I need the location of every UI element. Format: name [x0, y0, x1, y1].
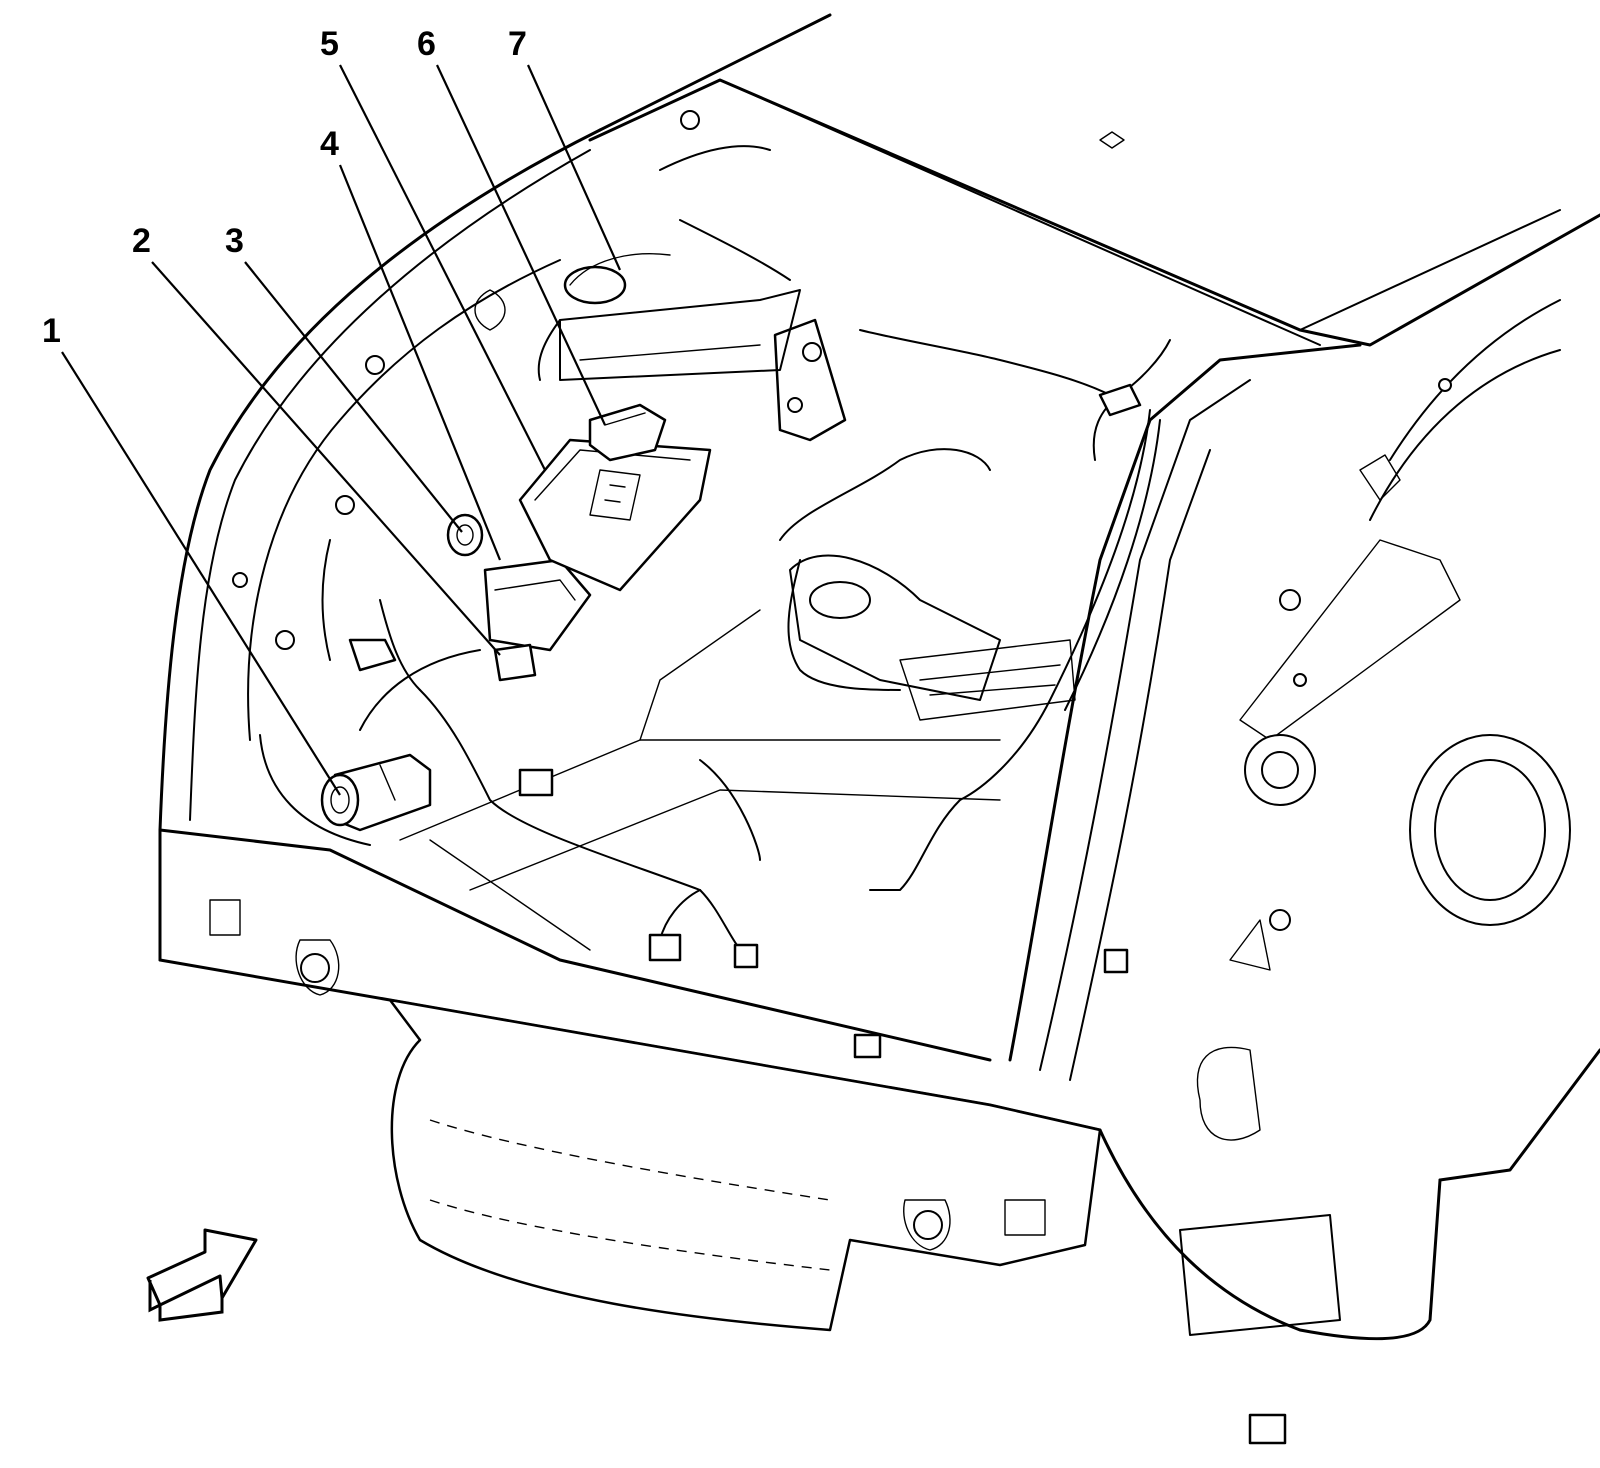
leader-5 [339, 64, 546, 471]
cross-member [559, 289, 801, 381]
wiring-harness [321, 145, 1287, 1445]
callout-5: 5 [320, 25, 339, 63]
spare-tire-area [789, 554, 1076, 721]
leader-6 [436, 64, 606, 426]
leader-7 [526, 64, 622, 271]
callout-labels: 1 2 3 4 5 6 7 [42, 25, 527, 350]
callout-6: 6 [417, 25, 436, 63]
component-6-connector [588, 403, 667, 462]
callout-4: 4 [320, 125, 339, 163]
leader-3 [244, 261, 463, 533]
callout-2: 2 [132, 222, 151, 260]
leader-2 [151, 261, 501, 656]
component-2-module [483, 558, 592, 682]
right-inner-panel [1196, 299, 1571, 1141]
left-panel-details [209, 110, 1125, 1251]
center-bracket [773, 318, 847, 442]
leader-1 [61, 351, 341, 796]
callout-1: 1 [42, 312, 61, 350]
body-outline [158, 13, 1600, 1341]
component-5-control-module [518, 438, 712, 592]
callout-3: 3 [225, 222, 244, 260]
callout-leaders [61, 64, 622, 796]
component-3-grommet [446, 513, 484, 557]
direction-arrow-icon [146, 1228, 258, 1322]
leader-4 [338, 164, 502, 561]
component-1-actuator [320, 753, 432, 832]
component-7-harness [563, 253, 671, 305]
callout-7: 7 [508, 25, 527, 63]
